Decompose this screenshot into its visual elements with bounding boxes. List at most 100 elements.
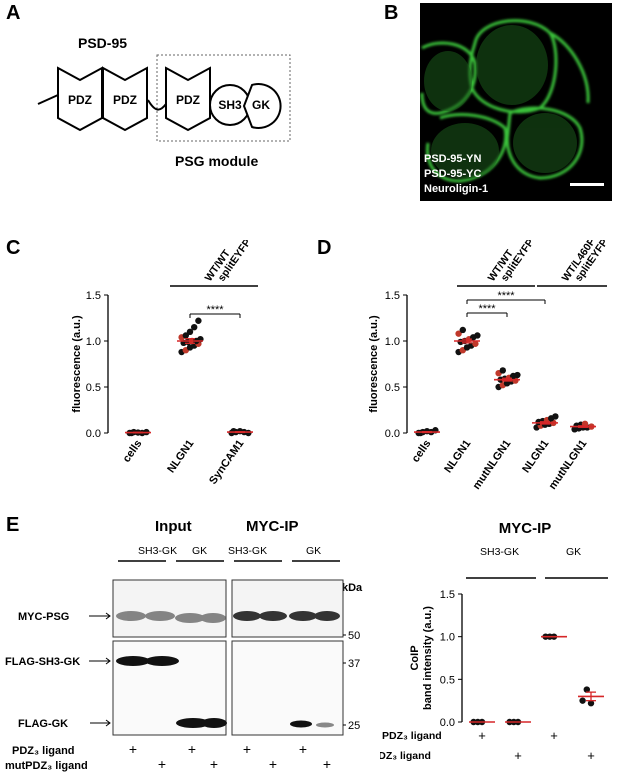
plus-sign: + bbox=[243, 741, 251, 757]
panel-letter-c: C bbox=[6, 237, 21, 259]
marker-50: 50 bbox=[348, 630, 360, 642]
y-tick-label: 1.0 bbox=[385, 336, 400, 348]
marker-37: 37 bbox=[348, 658, 360, 670]
y-tick-label: 1.5 bbox=[385, 290, 400, 302]
data-point bbox=[191, 324, 198, 331]
plus-sign: + bbox=[129, 741, 137, 757]
y-tick-label: 0.0 bbox=[86, 428, 101, 440]
sh3-label: SH3 bbox=[218, 98, 242, 112]
pdz-domain-2 bbox=[102, 66, 148, 132]
input-group-sh3gk: SH3-GK bbox=[138, 545, 177, 557]
y-axis-label: band intensity (a.u.) bbox=[422, 606, 434, 710]
data-point bbox=[552, 413, 559, 420]
pdz-domain-3 bbox=[165, 66, 211, 132]
plus-sign: + bbox=[299, 741, 307, 757]
y-tick-label: 1.5 bbox=[440, 589, 455, 601]
pdz-label-3: PDZ bbox=[176, 93, 200, 107]
plus-sign: + bbox=[323, 756, 331, 772]
pdz-label-2: PDZ bbox=[113, 93, 137, 107]
row-myc-psg: MYC-PSG bbox=[18, 611, 69, 623]
data-point bbox=[186, 328, 194, 335]
cell-outline-3 bbox=[505, 106, 584, 180]
plus-sign: + bbox=[269, 756, 277, 772]
data-point bbox=[455, 330, 462, 337]
input-group-gk: GK bbox=[192, 545, 207, 557]
gk-domain bbox=[242, 83, 282, 129]
data-point bbox=[583, 686, 590, 693]
category-label: cells bbox=[410, 438, 434, 465]
y-tick-label: 0.5 bbox=[86, 382, 101, 394]
category-label: mutNLGN1 bbox=[471, 438, 514, 492]
data-point bbox=[514, 371, 521, 379]
sig-stars: **** bbox=[206, 304, 224, 316]
scale-bar bbox=[570, 183, 604, 186]
data-point bbox=[459, 326, 466, 334]
micro-label-yc: PSD-95-YC bbox=[424, 168, 482, 180]
plus-sign: + bbox=[514, 748, 522, 763]
data-point bbox=[472, 340, 479, 347]
category-label: NLGN1 bbox=[165, 438, 196, 475]
y-tick-label: 1.5 bbox=[86, 290, 101, 302]
data-point bbox=[245, 429, 252, 437]
plus-sign: + bbox=[550, 728, 558, 743]
kda-label: kDa bbox=[342, 582, 363, 594]
plus-sign: + bbox=[210, 756, 218, 772]
data-point bbox=[474, 332, 481, 339]
y-tick-label: 0.0 bbox=[440, 717, 455, 729]
ligand1-label-right: PDZ₃ ligand bbox=[382, 730, 442, 742]
psg-module-label: PSG module bbox=[175, 153, 258, 169]
micro-label-nlgn: Neuroligin-1 bbox=[424, 183, 489, 195]
ip-group-sh3gk: SH3-GK bbox=[228, 545, 267, 557]
data-point bbox=[499, 367, 506, 374]
marker-25: 25 bbox=[348, 720, 360, 732]
plus-sign: + bbox=[158, 756, 166, 772]
category-label: NLGN1 bbox=[442, 438, 473, 475]
panel-letter-e: E bbox=[6, 514, 20, 536]
linker-n bbox=[37, 94, 59, 105]
panel-letter-d: D bbox=[317, 237, 332, 259]
data-point bbox=[195, 317, 202, 324]
y-tick-label: 1.0 bbox=[440, 632, 455, 644]
western-blot-panel: SH3-GK GK SH3-GK GK kDa 50 37 25 M bbox=[5, 545, 363, 772]
row-flag-sh3gk: FLAG-SH3-GK bbox=[5, 656, 80, 668]
pdz-label-1: PDZ bbox=[68, 93, 92, 107]
y-tick-label: 0.5 bbox=[440, 674, 455, 686]
psg-module-box bbox=[156, 54, 291, 142]
cell-outline-5 bbox=[549, 31, 590, 104]
plus-sign: + bbox=[478, 728, 486, 743]
y-axis-label: fluorescence (a.u.) bbox=[368, 315, 380, 413]
data-point bbox=[587, 700, 595, 707]
chart-title: MYC-IP bbox=[499, 520, 552, 537]
y-axis-label: fluorescence (a.u.) bbox=[71, 315, 83, 413]
input-title: Input bbox=[155, 518, 192, 535]
data-point bbox=[182, 332, 189, 339]
ligand2-label: mutPDZ₃ ligand bbox=[5, 760, 88, 772]
y-axis-label: CoIP bbox=[409, 645, 421, 670]
category-label: SynCAM1 bbox=[207, 438, 246, 487]
sig-stars-2: **** bbox=[497, 290, 515, 302]
ligand1-label: PDZ₃ ligand bbox=[12, 745, 75, 757]
group-label-sh3gk: SH3-GK bbox=[480, 546, 519, 558]
ip-title: MYC-IP bbox=[246, 518, 299, 535]
category-label: mutNLGN1 bbox=[547, 438, 590, 492]
confocal-micrograph: PSD-95-YN PSD-95-YC Neuroligin-1 bbox=[420, 3, 612, 201]
plus-sign: + bbox=[188, 741, 196, 757]
plus-sign: + bbox=[587, 748, 595, 763]
y-tick-label: 0.5 bbox=[385, 382, 400, 394]
psd95-title: PSD-95 bbox=[78, 35, 127, 51]
micro-label-yn: PSD-95-YN bbox=[424, 153, 482, 165]
chart-c: 0.0 0.5 1.0 1.5 fluorescence (a.u.) cells NLGN… bbox=[71, 240, 258, 487]
group-label-gk: GK bbox=[566, 546, 581, 558]
category-label: NLGN1 bbox=[520, 438, 551, 475]
row-flag-gk: FLAG-GK bbox=[18, 718, 68, 730]
ip-group-gk: GK bbox=[306, 545, 321, 557]
panel-letter-a: A bbox=[6, 2, 21, 24]
linker-pdz2-pdz3 bbox=[147, 99, 167, 111]
data-point bbox=[579, 697, 586, 704]
category-label: cells bbox=[121, 438, 145, 465]
panel-letter-b: B bbox=[384, 2, 399, 24]
psd95-domain-diagram: PSD-95 PDZ PDZ PDZ SH3 GK PSG module bbox=[37, 35, 291, 169]
y-tick-label: 1.0 bbox=[86, 336, 101, 348]
